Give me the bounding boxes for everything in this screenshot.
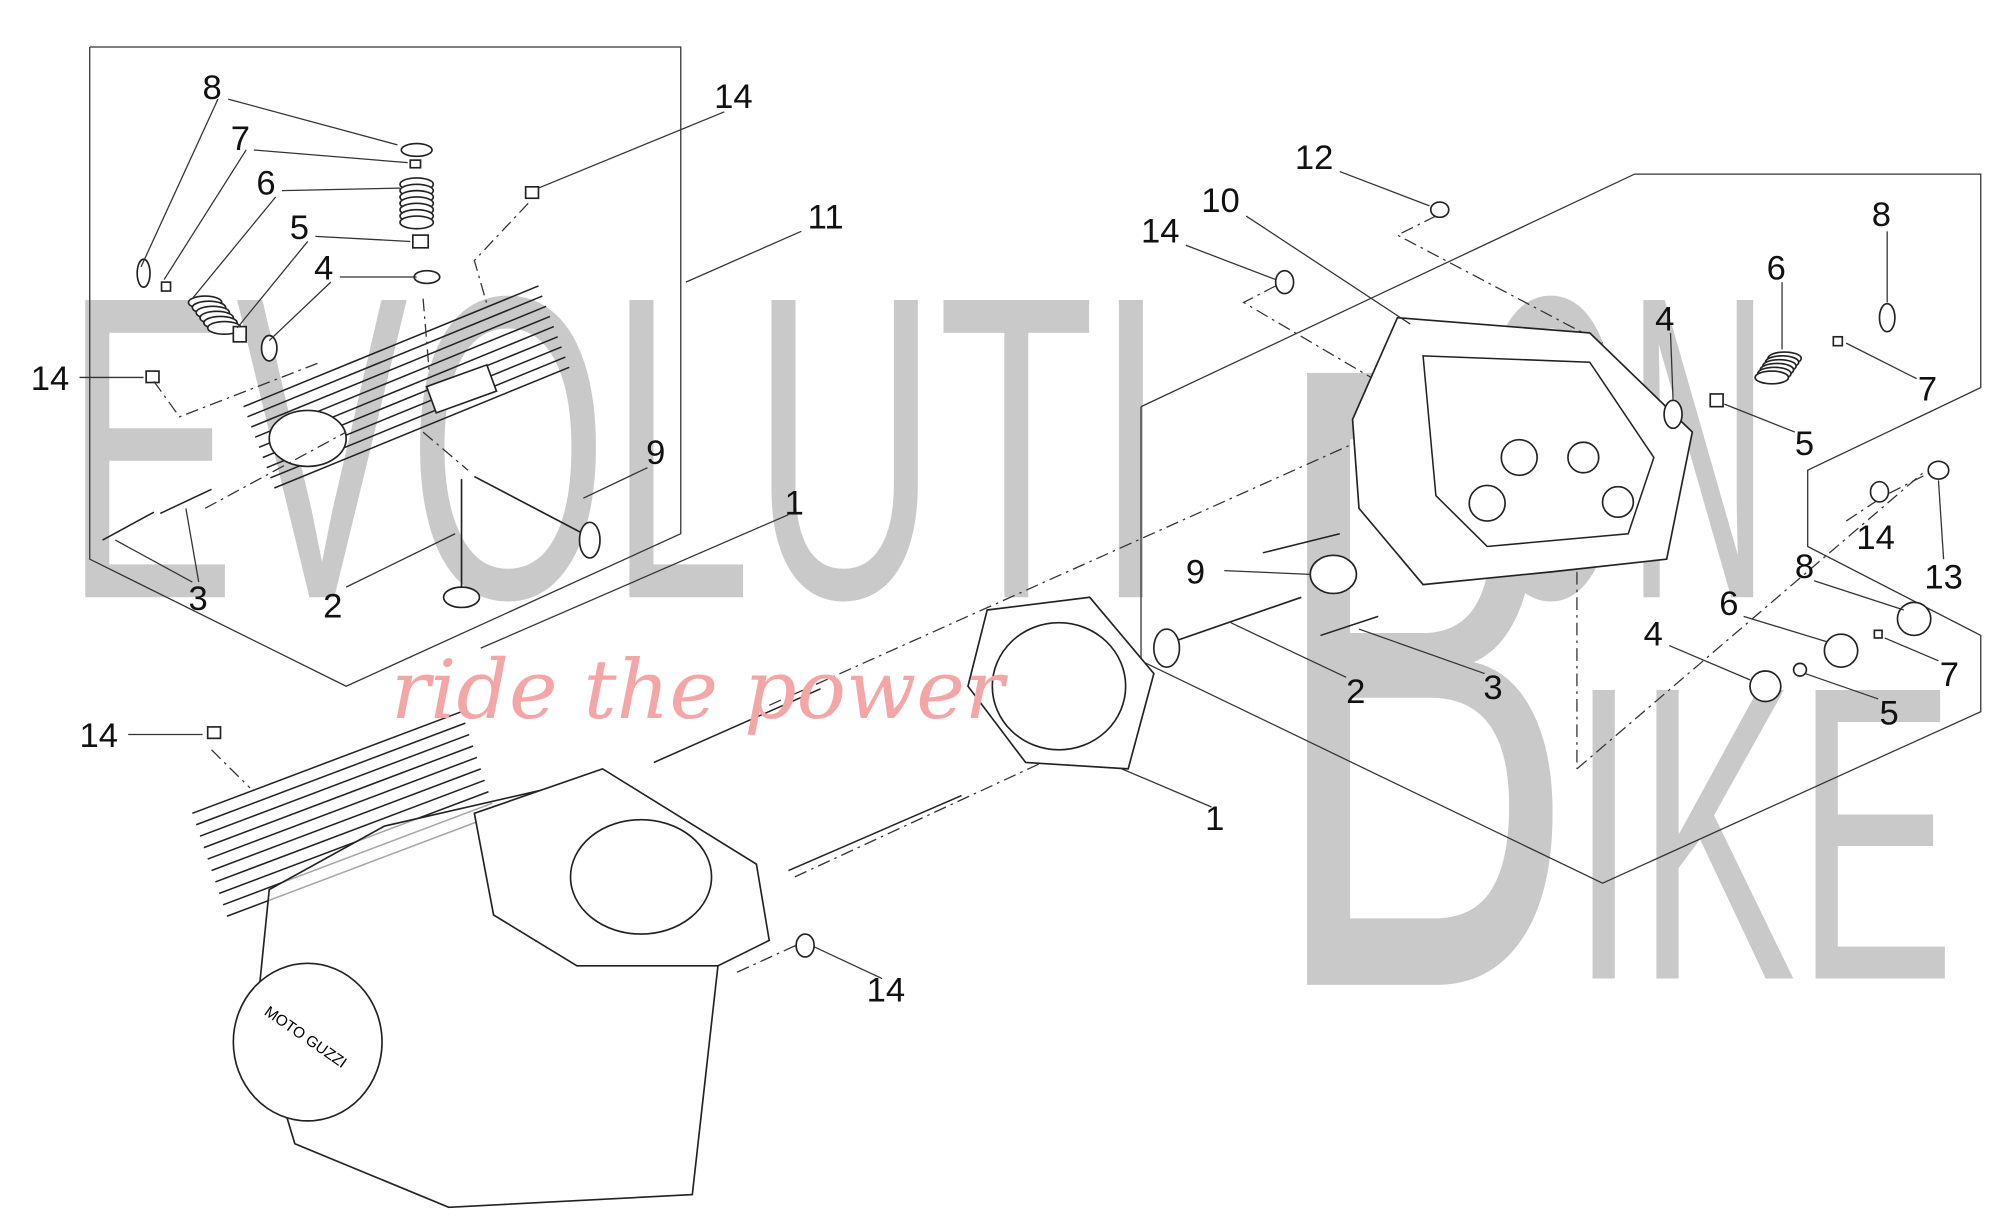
callout-6: 6 xyxy=(1719,585,1738,623)
right-cylinder-head xyxy=(1351,316,1694,586)
fin-line xyxy=(192,710,462,815)
head-gasket xyxy=(967,596,1155,770)
fin-line xyxy=(215,779,485,883)
callout-5: 5 xyxy=(290,209,309,247)
callout-14: 14 xyxy=(714,78,752,116)
callout-1: 1 xyxy=(1205,800,1224,838)
fin-line xyxy=(247,295,543,418)
fin-line xyxy=(203,745,474,849)
callout-3: 3 xyxy=(188,580,207,618)
callout-8: 8 xyxy=(1872,196,1891,234)
callout-6: 6 xyxy=(1767,250,1786,288)
callout-11: 11 xyxy=(808,199,844,237)
callout-2: 2 xyxy=(1346,673,1365,711)
callout-4: 4 xyxy=(1644,616,1663,654)
fin-line xyxy=(207,756,478,860)
callout-7: 7 xyxy=(231,120,250,158)
callout-13: 13 xyxy=(1924,559,1962,597)
callout-4: 4 xyxy=(1655,301,1674,339)
callout-7: 7 xyxy=(1940,656,1959,694)
engine-block: MOTO GUZZI xyxy=(192,710,771,1209)
callout-14: 14 xyxy=(867,972,905,1010)
callout-10: 10 xyxy=(1201,182,1239,220)
left-head-group-frame xyxy=(89,46,682,687)
callout-12: 12 xyxy=(1295,139,1333,177)
callout-1: 1 xyxy=(785,485,804,523)
callout-14: 14 xyxy=(1856,519,1894,557)
right-leader-lines xyxy=(1185,170,1945,700)
callout-4: 4 xyxy=(314,250,333,288)
callout-3: 3 xyxy=(1483,669,1502,707)
callout-5: 5 xyxy=(1879,695,1898,733)
fin-line xyxy=(274,366,570,489)
fin-line xyxy=(243,285,539,408)
callout-14: 14 xyxy=(1141,213,1179,251)
callout-14: 14 xyxy=(79,717,117,755)
pushrods xyxy=(653,688,962,872)
part-14-ring xyxy=(795,933,815,958)
spring-coil xyxy=(1754,370,1790,385)
callout-9: 9 xyxy=(646,434,665,472)
callout-labels: 8 7 6 5 4 14 11 14 9 1 3 2 14 1 14 12 10… xyxy=(31,69,1963,1009)
watermark-brand-top: EVOLUTI xyxy=(64,206,1167,689)
spring-coil xyxy=(399,215,435,230)
callout-2: 2 xyxy=(323,588,342,626)
callout-8: 8 xyxy=(203,69,222,107)
callout-7: 7 xyxy=(1918,370,1937,408)
watermark-tagline: ride the power xyxy=(391,643,1009,738)
right-valve-parts xyxy=(1153,201,1950,703)
callout-6: 6 xyxy=(256,165,275,203)
right-head-group-frame xyxy=(1140,173,1982,884)
left-valve-parts xyxy=(102,142,601,609)
part-14-square xyxy=(206,726,222,740)
fin-line xyxy=(199,733,470,837)
left-leader-lines xyxy=(79,98,1212,980)
fin-line xyxy=(195,722,466,826)
callout-8: 8 xyxy=(1795,548,1814,586)
callout-9: 9 xyxy=(1186,553,1205,591)
callout-14: 14 xyxy=(31,360,69,398)
callout-5: 5 xyxy=(1795,425,1814,463)
fin-line xyxy=(211,768,482,872)
fin-line xyxy=(250,305,547,428)
left-cylinder-head xyxy=(243,285,570,489)
